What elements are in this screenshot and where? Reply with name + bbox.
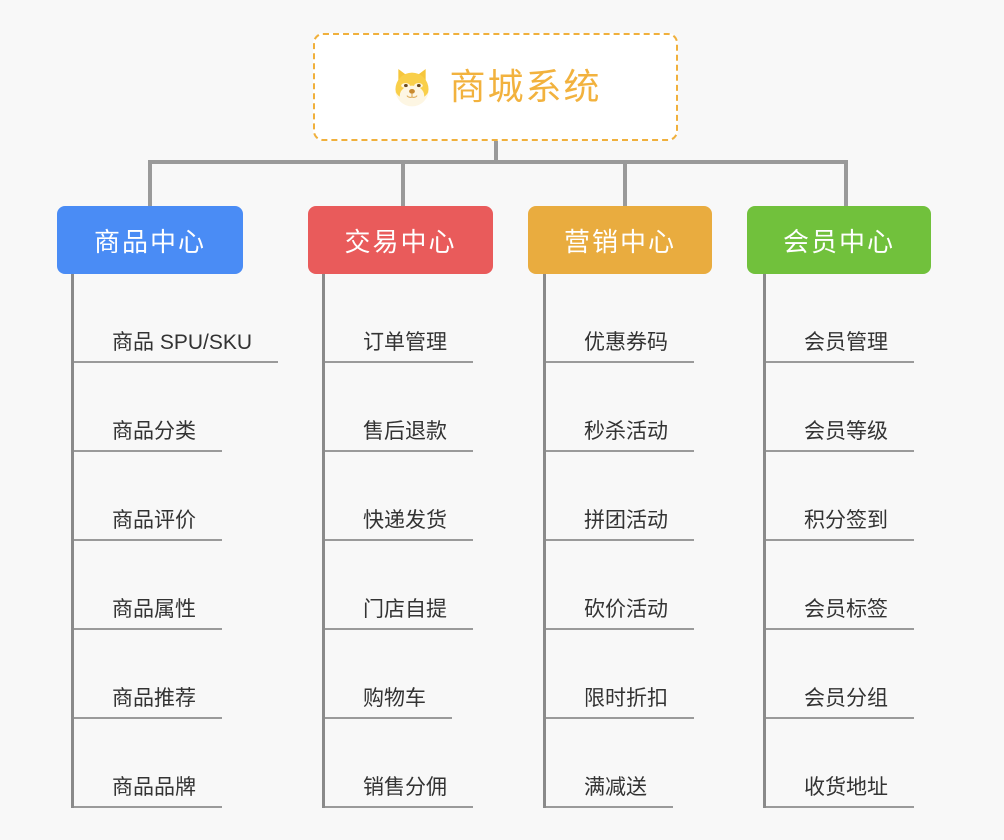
shiba-dog-face-icon	[389, 64, 435, 110]
leaf-label: 订单管理	[325, 330, 473, 363]
leaf-label: 购物车	[325, 686, 452, 719]
list-item[interactable]: 收货地址	[766, 719, 914, 808]
leaf-label: 会员等级	[766, 419, 914, 452]
connector-root-stem	[494, 141, 498, 162]
list-item[interactable]: 限时折扣	[546, 630, 694, 719]
leaf-label: 商品推荐	[74, 686, 222, 719]
list-item[interactable]: 订单管理	[325, 274, 473, 363]
list-item[interactable]: 会员标签	[766, 541, 914, 630]
list-item[interactable]: 会员分组	[766, 630, 914, 719]
list-item[interactable]: 商品推荐	[74, 630, 222, 719]
list-item[interactable]: 销售分佣	[325, 719, 473, 808]
connector-drop-3	[623, 160, 627, 206]
list-item[interactable]: 门店自提	[325, 541, 473, 630]
category-box-1[interactable]: 商品中心	[57, 206, 243, 274]
branch-1-spine	[71, 274, 74, 808]
leaf-label: 优惠券码	[546, 330, 694, 363]
category-box-1-label: 商品中心	[93, 226, 206, 257]
leaf-label: 商品分类	[74, 419, 222, 452]
leaf-label: 积分签到	[766, 508, 914, 541]
list-item[interactable]: 售后退款	[325, 363, 473, 452]
branch-3-spine	[543, 274, 546, 808]
leaf-label: 会员标签	[766, 597, 914, 630]
list-item[interactable]: 秒杀活动	[546, 363, 694, 452]
leaf-label: 收货地址	[766, 775, 914, 808]
category-box-4-label: 会员中心	[782, 226, 895, 257]
leaf-label: 商品品牌	[74, 775, 222, 808]
list-item[interactable]: 会员管理	[766, 274, 914, 363]
list-item[interactable]: 满减送	[546, 719, 673, 808]
leaf-label: 商品 SPU/SKU	[74, 330, 279, 363]
leaf-label: 会员分组	[766, 686, 914, 719]
list-item[interactable]: 砍价活动	[546, 541, 694, 630]
list-item[interactable]: 快递发货	[325, 452, 473, 541]
leaf-label: 快递发货	[325, 508, 473, 541]
leaf-label: 满减送	[546, 775, 673, 808]
category-box-3-label: 营销中心	[563, 226, 676, 257]
connector-drop-4	[844, 160, 848, 206]
connector-drop-1	[148, 160, 152, 206]
list-item[interactable]: 购物车	[325, 630, 452, 719]
list-item[interactable]: 会员等级	[766, 363, 914, 452]
leaf-label: 砍价活动	[546, 597, 694, 630]
list-item[interactable]: 商品 SPU/SKU	[74, 274, 279, 363]
branch-2-spine	[322, 274, 325, 808]
category-box-3[interactable]: 营销中心	[528, 206, 712, 274]
list-item[interactable]: 积分签到	[766, 452, 914, 541]
connector-horizontal-bus	[148, 160, 848, 164]
leaf-label: 门店自提	[325, 597, 473, 630]
leaf-label: 限时折扣	[546, 686, 694, 719]
list-item[interactable]: 商品属性	[74, 541, 222, 630]
list-item[interactable]: 商品评价	[74, 452, 222, 541]
leaf-label: 秒杀活动	[546, 419, 694, 452]
category-box-4[interactable]: 会员中心	[747, 206, 931, 274]
leaf-label: 售后退款	[325, 419, 473, 452]
list-item[interactable]: 优惠券码	[546, 274, 694, 363]
root-node-title: 商城系统	[449, 66, 602, 107]
root-node-shop-system[interactable]: 商城系统	[313, 33, 678, 141]
list-item[interactable]: 商品品牌	[74, 719, 222, 808]
leaf-label: 商品属性	[74, 597, 222, 630]
branch-4-spine	[763, 274, 766, 808]
category-box-2-label: 交易中心	[344, 226, 457, 257]
connector-drop-2	[401, 160, 405, 206]
leaf-label: 拼团活动	[546, 508, 694, 541]
list-item[interactable]: 拼团活动	[546, 452, 694, 541]
leaf-label: 商品评价	[74, 508, 222, 541]
category-box-2[interactable]: 交易中心	[308, 206, 493, 274]
list-item[interactable]: 商品分类	[74, 363, 222, 452]
leaf-label: 会员管理	[766, 330, 914, 363]
leaf-label: 销售分佣	[325, 775, 473, 808]
